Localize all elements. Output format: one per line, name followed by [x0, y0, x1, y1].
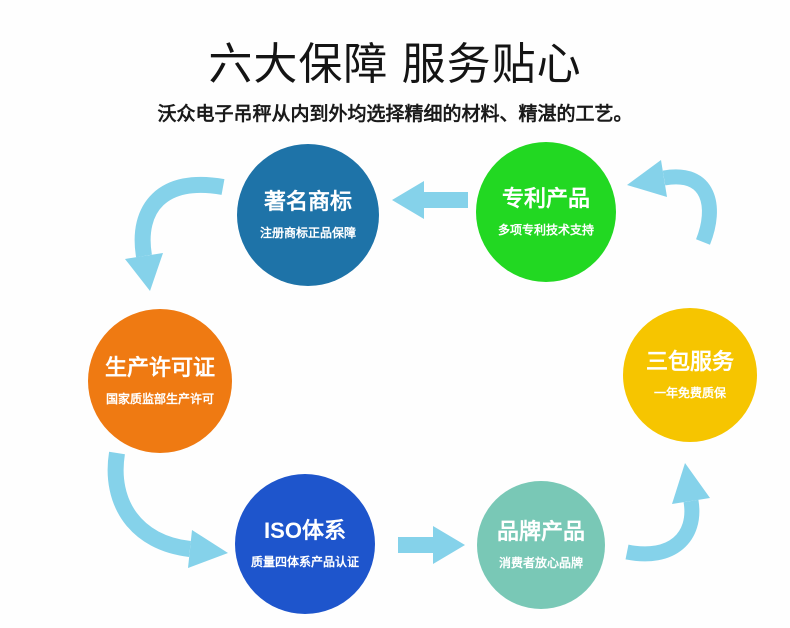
- circle-production-license: 生产许可证 国家质监部生产许可: [88, 309, 232, 453]
- circle-patent-product: 专利产品 多项专利技术支持: [476, 142, 616, 282]
- circle-subtitle: 国家质监部生产许可: [105, 392, 214, 407]
- circle-title: 品牌产品: [496, 518, 585, 544]
- circle-title: 生产许可证: [104, 354, 215, 380]
- arrow-patent-to-trademark: [392, 181, 468, 219]
- arrow-tail: [625, 499, 700, 562]
- circle-subtitle: 消费者放心品牌: [498, 556, 583, 571]
- circle-title: ISO体系: [264, 517, 346, 543]
- circle-title: 三包服务: [645, 348, 734, 374]
- page-subtitle: 沃众电子吊秤从内到外均选择精细的材料、精湛的工艺。: [157, 104, 633, 125]
- circle-three-guarantees: 三包服务 一年免费质保: [623, 308, 757, 442]
- circle-famous-trademark: 著名商标 注册商标正品保障: [237, 144, 379, 286]
- circle-title: 著名商标: [263, 188, 352, 214]
- arrow-tail: [134, 176, 225, 258]
- arrow-head: [627, 160, 667, 197]
- arrow-head: [125, 253, 163, 291]
- circle-title: 专利产品: [501, 185, 590, 211]
- circle-subtitle: 注册商标正品保障: [259, 226, 356, 241]
- arrow-head: [672, 463, 710, 504]
- arrow-tail: [662, 169, 717, 245]
- arrow-brand-to-service: [625, 463, 710, 562]
- arrow-tail: [107, 451, 192, 557]
- circle-brand-product: 品牌产品 消费者放心品牌: [477, 481, 605, 609]
- circle-iso-system: ISO体系 质量四体系产品认证: [235, 474, 375, 614]
- circle-subtitle: 一年免费质保: [653, 386, 726, 401]
- arrow-head: [188, 530, 228, 568]
- circle-subtitle: 多项专利技术支持: [497, 223, 594, 238]
- arrow-service-to-patent: [627, 160, 717, 245]
- page-title: 六大保障 服务贴心: [208, 40, 582, 89]
- arrow-trademark-to-license: [125, 176, 225, 291]
- arrow-license-to-iso: [107, 451, 228, 568]
- arrow-iso-to-brand: [398, 526, 465, 564]
- circle-subtitle: 质量四体系产品认证: [250, 555, 359, 570]
